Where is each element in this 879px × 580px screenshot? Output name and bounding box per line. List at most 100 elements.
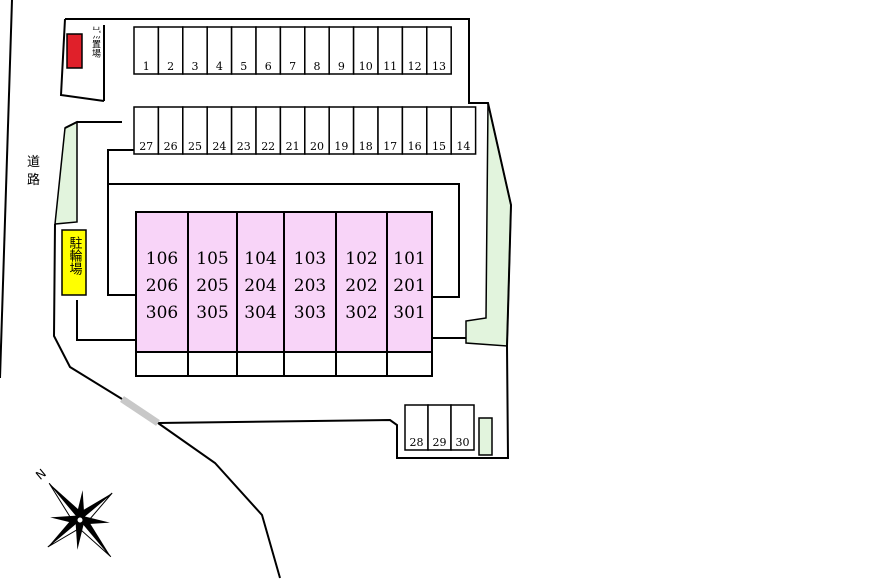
parking-space-number: 4	[216, 60, 223, 73]
driveway-loop	[107, 149, 136, 296]
parking-space-number: 20	[310, 140, 324, 153]
parking-space-number: 11	[383, 60, 397, 73]
unit-number: 102	[345, 249, 377, 269]
parking-space: 4	[206, 26, 233, 75]
parking-space-number: 9	[338, 60, 345, 73]
unit-number: 304	[244, 303, 276, 323]
parking-space: 19	[328, 106, 355, 155]
parking-space-number: 28	[410, 436, 424, 449]
unit-number: 302	[345, 303, 377, 323]
compass-rose-icon: N	[33, 466, 113, 558]
parking-space-number: 13	[432, 60, 446, 73]
parking-space: 30	[450, 404, 475, 451]
parking-space-number: 1	[143, 60, 150, 73]
parking-space: 17	[377, 106, 404, 155]
parking-space: 8	[304, 26, 330, 75]
unit-number: 204	[244, 276, 276, 296]
parking-space-number: 22	[261, 140, 275, 153]
parking-space: 22	[255, 106, 282, 155]
parking-space-number: 25	[188, 140, 202, 153]
parking-space-number: 15	[432, 140, 446, 153]
compass-north-label: N	[33, 466, 49, 482]
parking-space-number: 18	[359, 140, 373, 153]
parking-space: 1	[133, 26, 160, 75]
parking-space-number: 29	[433, 436, 447, 449]
building-column: 102 202 302	[335, 212, 378, 376]
parking-space-number: 8	[314, 60, 321, 73]
parking-space: 28	[404, 404, 429, 451]
parking-space: 27	[133, 106, 160, 155]
unit-number: 202	[345, 276, 377, 296]
left-lower-boundary	[52, 223, 123, 400]
parking-space-number: 17	[383, 140, 397, 153]
unit-number: 205	[196, 276, 228, 296]
parking-space-number: 24	[212, 140, 226, 153]
parking-space: 26	[157, 106, 184, 155]
parking-space: 3	[182, 26, 208, 75]
road-label-1: 道	[27, 155, 40, 170]
parking-space-number: 10	[359, 60, 373, 73]
parking-space: 9	[328, 26, 355, 75]
driveway-lower	[76, 300, 136, 341]
parking-space-number: 2	[167, 60, 174, 73]
parking-space: 14	[450, 106, 477, 155]
parking-row-bottom: 28 29 30	[404, 404, 475, 451]
parking-space: 20	[304, 106, 330, 155]
unit-number: 104	[244, 249, 276, 269]
parking-space: 5	[230, 26, 257, 75]
parking-space-number: 30	[456, 436, 470, 449]
road-edge-line	[0, 0, 13, 379]
garbage-label: ｺﾞﾐ置場	[90, 26, 101, 58]
bicycle-label: 駐輪場	[67, 236, 83, 275]
unit-number: 301	[393, 303, 425, 323]
parking-space: 2	[157, 26, 184, 75]
parking-space: 13	[426, 26, 452, 75]
building-column: 103 203 303	[283, 212, 326, 376]
parking-space-number: 14	[456, 140, 470, 153]
parking-space: 18	[352, 106, 379, 155]
parking-space: 7	[279, 26, 306, 75]
left-boundary	[59, 18, 105, 102]
parking-space-number: 16	[408, 140, 422, 153]
parking-space-number: 21	[286, 140, 300, 153]
unit-number: 206	[146, 276, 178, 296]
property-boundary	[65, 18, 513, 459]
parking-space: 21	[279, 106, 306, 155]
driveway-inner	[108, 183, 460, 298]
parking-space: 6	[255, 26, 282, 75]
parking-space: 24	[206, 106, 233, 155]
parking-space: 15	[426, 106, 452, 155]
parking-space: 12	[401, 26, 428, 75]
green-area-small	[478, 417, 493, 456]
parking-space-number: 6	[265, 60, 272, 73]
parking-space: 16	[401, 106, 428, 155]
parking-space: 10	[352, 26, 379, 75]
unit-number: 101	[393, 249, 425, 269]
green-area-left	[54, 120, 78, 225]
bicycle-box	[61, 229, 87, 296]
lower-boundary	[157, 422, 281, 579]
unit-number: 305	[196, 303, 228, 323]
parking-space: 11	[377, 26, 404, 75]
parking-space-number: 23	[237, 140, 251, 153]
parking-space: 23	[230, 106, 257, 155]
parking-space-number: 26	[164, 140, 178, 153]
parking-space-number: 7	[289, 60, 296, 73]
unit-number: 203	[294, 276, 326, 296]
parking-space-number: 27	[139, 140, 153, 153]
unit-number: 201	[393, 276, 425, 296]
parking-row-middle: 27 26 25 24 23 22 21 20 19 18 17 16 15 14	[133, 106, 477, 155]
parking-space-number: 3	[192, 60, 199, 73]
unit-number: 303	[294, 303, 326, 323]
driveway-upper	[64, 121, 122, 129]
entrance-gate	[120, 396, 160, 426]
unit-number: 106	[146, 249, 178, 269]
building-column: 104 204 304	[236, 212, 277, 376]
parking-space-number: 5	[240, 60, 247, 73]
unit-number: 103	[294, 249, 326, 269]
parking-space-number: 12	[408, 60, 422, 73]
